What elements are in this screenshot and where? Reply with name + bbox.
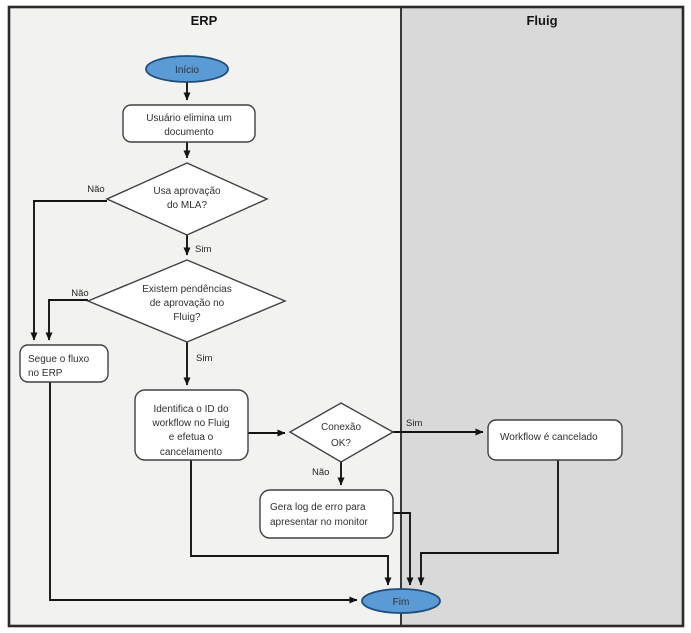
node-identifica-id: Identifica o ID do workflow no Fluig e e… bbox=[134, 389, 249, 461]
process-shape bbox=[122, 104, 256, 143]
decision-label-line: Fluig? bbox=[173, 312, 201, 323]
edge-label-pendencias-nao: Não bbox=[71, 288, 88, 299]
decision-label-line: OK? bbox=[331, 438, 351, 449]
process-shape bbox=[134, 389, 249, 461]
process-shape bbox=[259, 489, 394, 539]
process-shape bbox=[19, 344, 109, 383]
edge-segue-fim bbox=[49, 382, 358, 604]
node-usuario-elimina: Usuário elimina um documento bbox=[122, 104, 256, 143]
node-inicio: Início bbox=[145, 55, 229, 83]
process-label-line: documento bbox=[164, 127, 214, 138]
process-label-line: no ERP bbox=[28, 368, 63, 379]
decision-shape bbox=[288, 402, 395, 463]
process-label-line: e efetua o bbox=[169, 432, 214, 443]
node-conexao-ok: Conexão OK? bbox=[288, 402, 395, 463]
process-label-line: Segue o fluxo bbox=[28, 354, 90, 365]
edge-label-conexao-sim: Sim bbox=[406, 418, 422, 429]
node-gera-log: Gera log de erro para apresentar no moni… bbox=[259, 489, 394, 539]
process-shape bbox=[487, 419, 623, 461]
decision-label-line: do MLA? bbox=[167, 200, 207, 211]
edge-label-pendencias-sim: Sim bbox=[196, 353, 212, 364]
decision-label-line: Usa aprovação bbox=[153, 186, 221, 197]
process-label: Workflow é cancelado bbox=[500, 432, 598, 443]
node-existem-pendencias: Existem pendências de aprovação no Fluig… bbox=[86, 259, 287, 343]
process-label-line: workflow no Fluig bbox=[151, 418, 229, 429]
start-terminator-shape bbox=[145, 55, 229, 83]
decision-label-line: Existem pendências bbox=[142, 284, 232, 295]
decision-shape bbox=[105, 162, 269, 236]
diagram-border bbox=[7, 5, 685, 628]
edge-label-usa-aprovacao-nao: Não bbox=[87, 184, 104, 195]
start-terminator-label: Início bbox=[175, 65, 199, 76]
edge-label-conexao-nao: Não bbox=[312, 467, 329, 478]
node-usa-aprovacao: Usa aprovação do MLA? bbox=[105, 162, 269, 236]
lane-erp-title: ERP bbox=[191, 13, 218, 28]
lane-fluig-bg bbox=[401, 7, 683, 626]
edge-workflow-fim bbox=[417, 460, 559, 586]
node-workflow-cancelado: Workflow é cancelado bbox=[487, 419, 623, 461]
edge-pendencias-nao-segue bbox=[45, 299, 88, 341]
decision-shape bbox=[86, 259, 287, 343]
process-label-line: Gera log de erro para bbox=[270, 502, 366, 513]
node-fim: Fim bbox=[361, 588, 441, 614]
edge-geralog-fim bbox=[393, 512, 414, 586]
process-label-line: apresentar no monitor bbox=[270, 517, 369, 528]
node-segue-fluxo: Segue o fluxo no ERP bbox=[19, 344, 109, 383]
edge-identifica-fim bbox=[190, 460, 392, 586]
process-label-line: cancelamento bbox=[160, 447, 223, 458]
process-label-line: Usuário elimina um bbox=[146, 113, 232, 124]
lane-fluig-title: Fluig bbox=[526, 13, 557, 28]
edge-usa-aprovacao-nao-segue bbox=[30, 200, 107, 341]
process-label-line: Identifica o ID do bbox=[153, 404, 228, 415]
end-terminator-label: Fim bbox=[393, 597, 410, 608]
decision-label-line: de aprovação no bbox=[150, 298, 225, 309]
decision-label-line: Conexão bbox=[321, 422, 361, 433]
edge-label-usa-aprovacao-sim: Sim bbox=[195, 244, 211, 255]
end-terminator-shape bbox=[361, 588, 441, 614]
